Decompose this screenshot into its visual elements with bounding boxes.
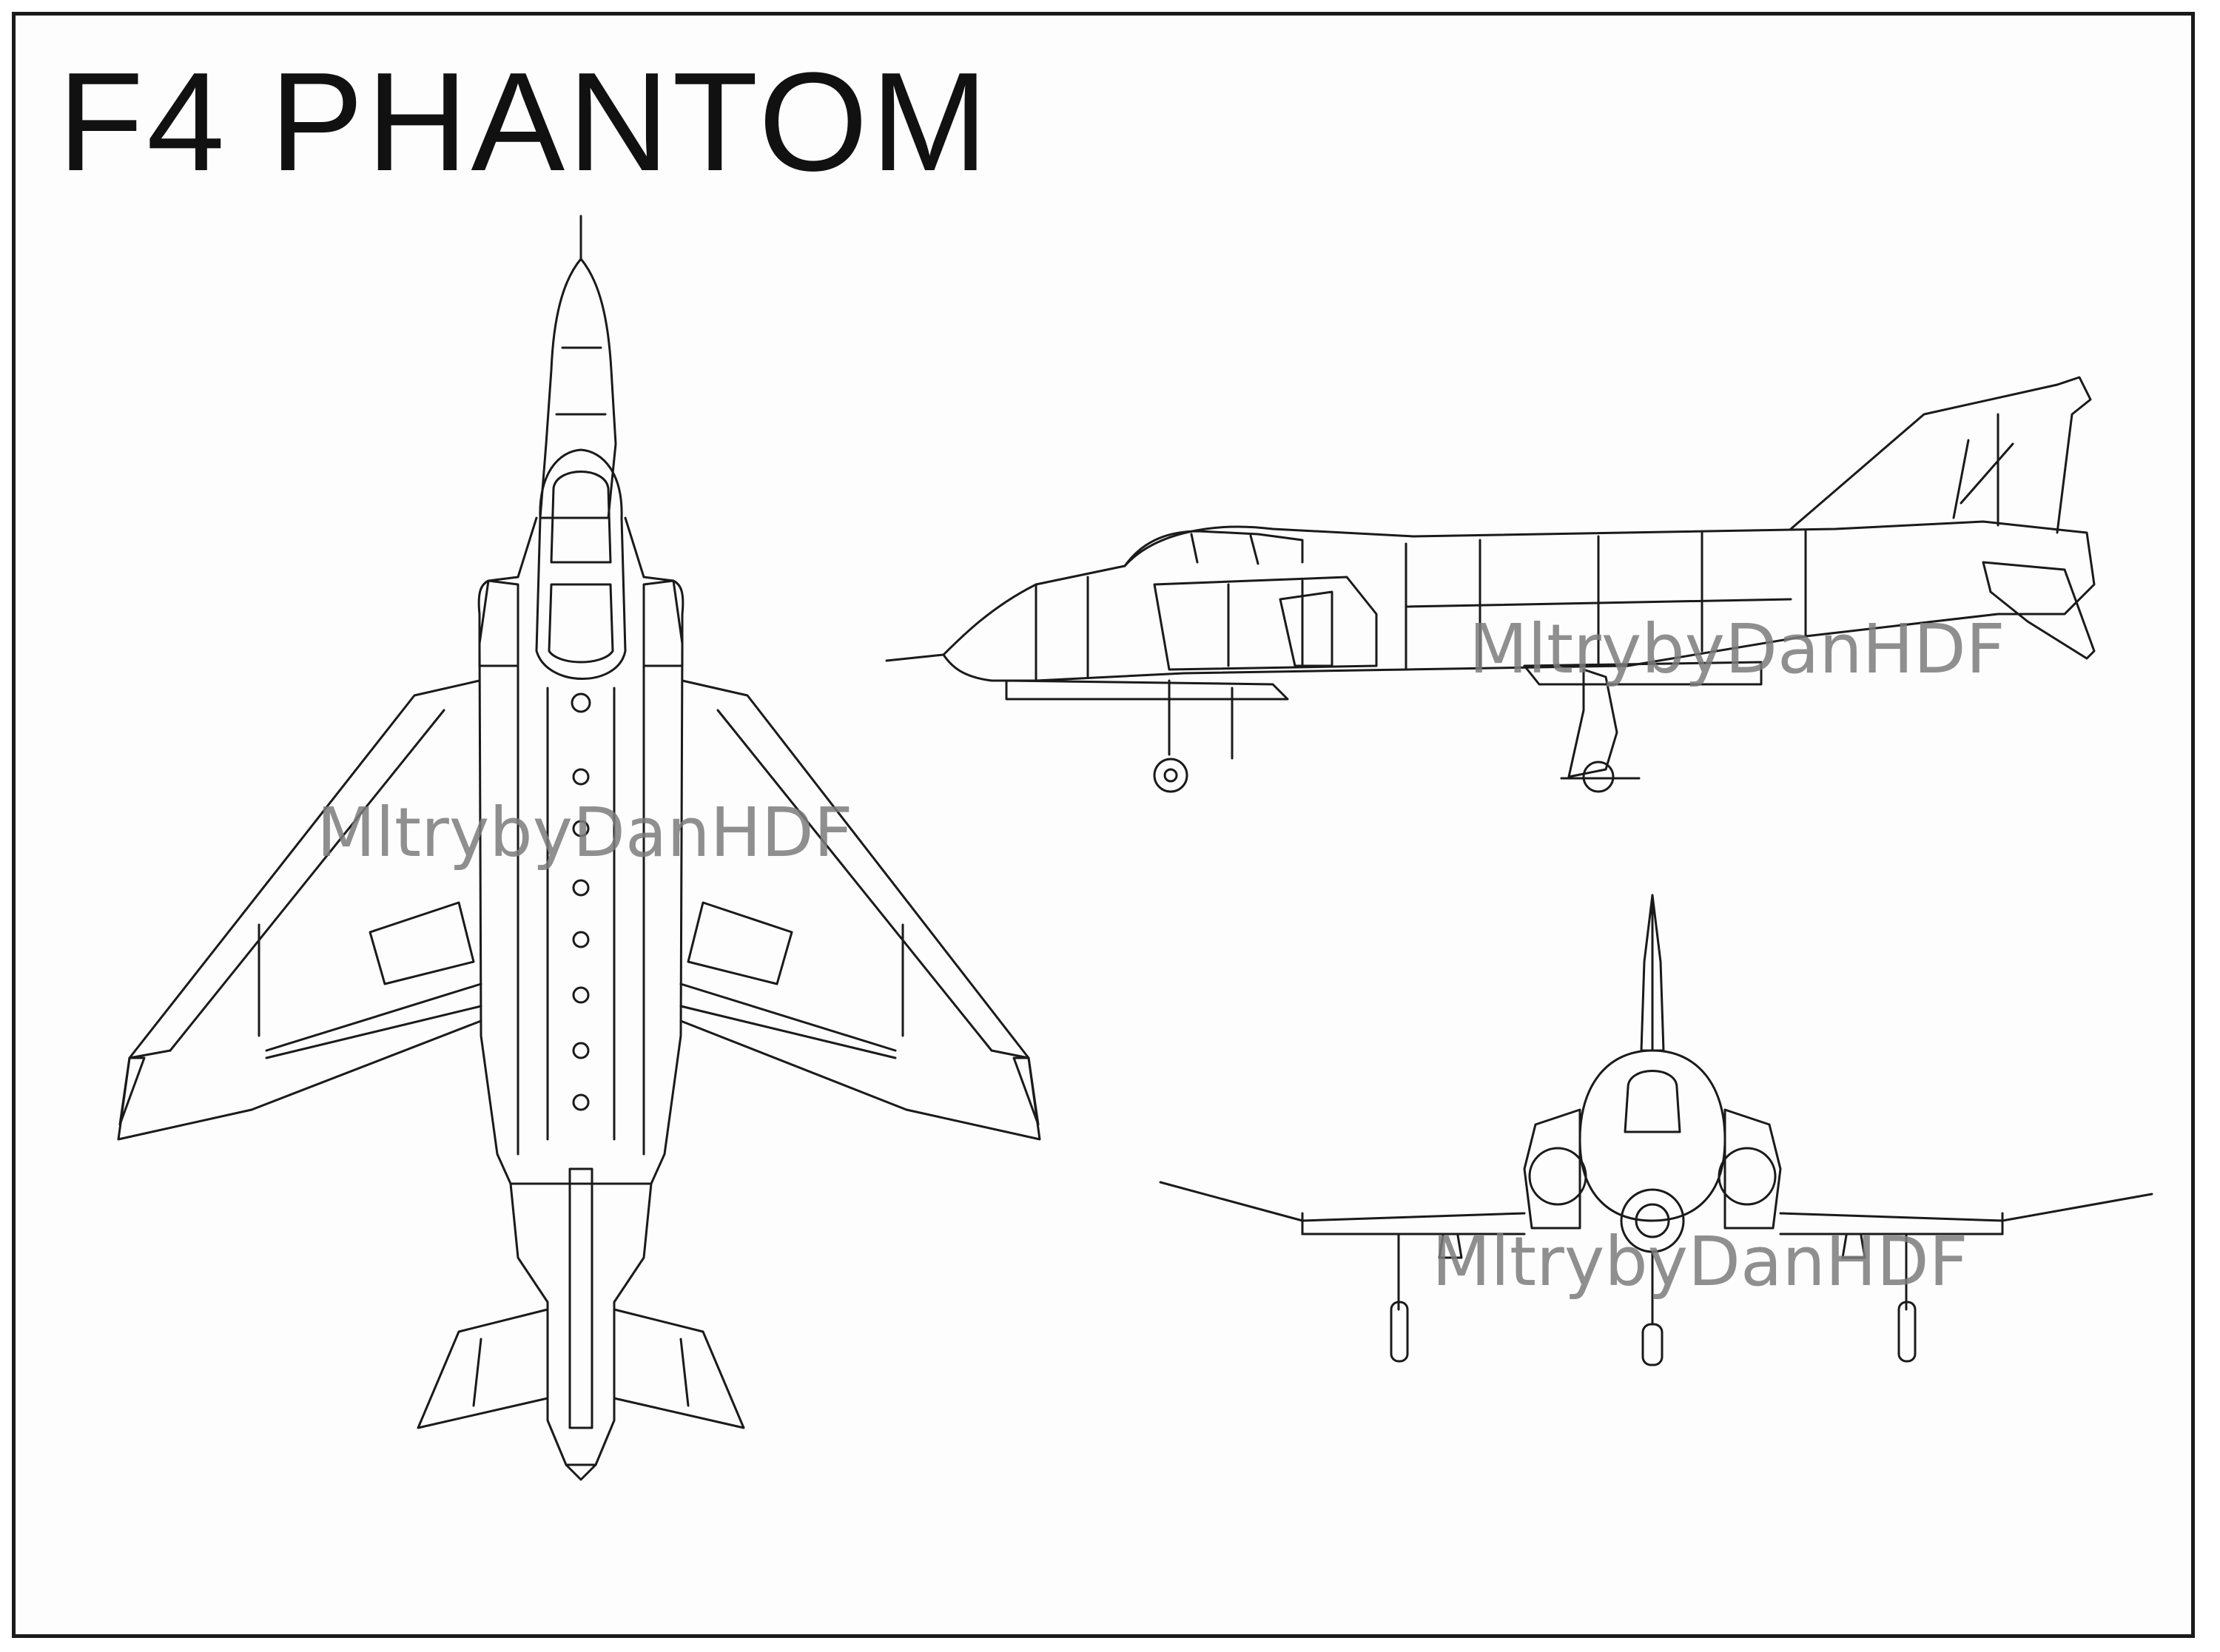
top-view-drawing	[117, 215, 1041, 1481]
blueprint-frame	[12, 12, 2195, 1638]
watermark-front-view: MltrybyDanHDF	[1432, 1222, 1968, 1301]
side-view-drawing	[885, 376, 2096, 793]
watermark-side-view: MltrybyDanHDF	[1469, 610, 2005, 689]
page-title: F4 PHANTOM	[58, 44, 992, 200]
watermark-top-view: MltrybyDanHDF	[317, 793, 853, 872]
front-view-drawing	[1159, 894, 2153, 1366]
